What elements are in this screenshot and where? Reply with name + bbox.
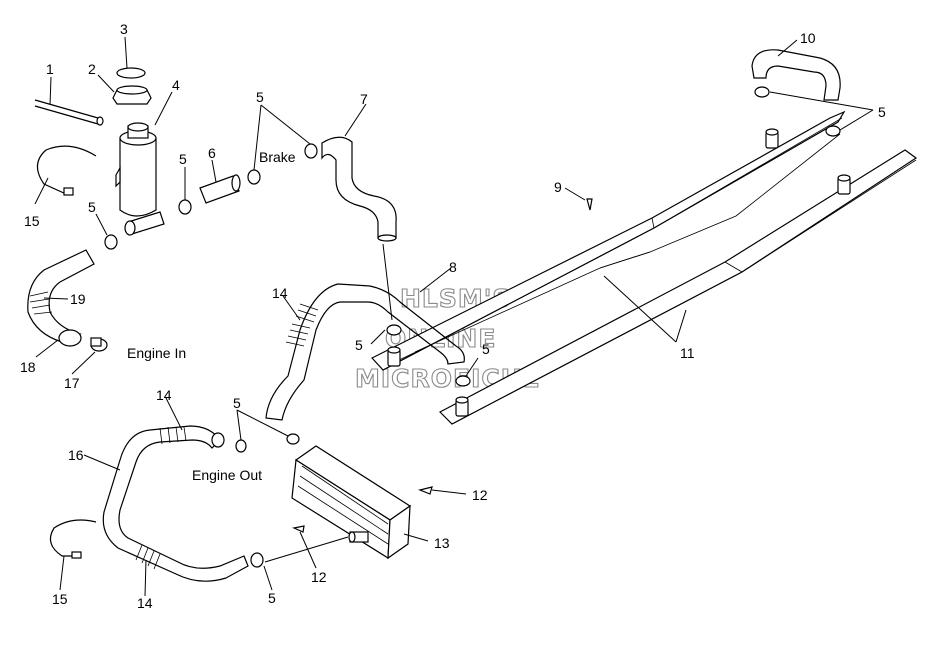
callout-5-reservoir-clamp: 5 <box>179 151 187 167</box>
callout-19: 19 <box>70 291 86 307</box>
callout-3: 3 <box>120 21 128 37</box>
upper-right-hose <box>751 49 841 101</box>
coolant-reservoir <box>34 67 165 236</box>
callout-10: 10 <box>800 30 816 46</box>
callout-5-outlet-clamp: 5 <box>88 199 96 215</box>
hose-clamps <box>104 86 841 568</box>
short-hose <box>199 174 241 204</box>
callout-2: 2 <box>88 61 96 77</box>
callout-17: 17 <box>64 375 80 391</box>
engine-out-label: Engine Out <box>192 467 262 483</box>
callout-7: 7 <box>360 91 368 107</box>
brake-label: Brake <box>259 149 296 165</box>
callout-5-exchanger-clamp: 5 <box>268 590 276 606</box>
upper-crossover-hose <box>265 283 465 421</box>
callout-5-brake-clamps: 5 <box>256 89 264 105</box>
flow-labels: Brake Engine In Engine Out <box>127 149 296 483</box>
engine-in-hose <box>27 145 108 352</box>
callout-4: 4 <box>172 77 180 93</box>
callout-6: 6 <box>208 145 216 161</box>
heat-exchanger-rails <box>371 110 918 425</box>
callout-9: 9 <box>554 179 562 195</box>
callout-5-lower-rail-fitting: 5 <box>482 341 490 357</box>
heat-exchanger-block <box>291 445 412 560</box>
callout-12-right: 12 <box>472 487 488 503</box>
engine-out-hose <box>49 425 249 582</box>
reservoir-gasket <box>116 67 146 79</box>
callout-14-upper: 14 <box>272 285 288 301</box>
screws <box>292 198 593 533</box>
callout-15-upper: 15 <box>24 213 40 229</box>
engine-in-label: Engine In <box>127 345 186 361</box>
callout-12-lower: 12 <box>311 569 327 585</box>
callout-5-engine-out-clamp: 5 <box>233 395 241 411</box>
callout-5-rail-clamps: 5 <box>878 104 886 120</box>
callout-13: 13 <box>434 535 450 551</box>
callout-18: 18 <box>20 359 36 375</box>
callout-14-lower: 14 <box>137 595 153 611</box>
callout-numbers: 1 2 3 4 5 5 5 5 5 5 5 5 6 7 8 9 10 11 12… <box>20 21 886 611</box>
callout-16: 16 <box>68 447 84 463</box>
callout-15-lower: 15 <box>52 591 68 607</box>
callout-8: 8 <box>449 259 457 275</box>
callout-14-middle: 14 <box>156 387 172 403</box>
brake-hose <box>321 136 397 242</box>
callout-5-rail-fitting: 5 <box>355 337 363 353</box>
callout-11: 11 <box>680 345 695 361</box>
callout-1: 1 <box>46 61 54 77</box>
leader-lines <box>34 36 874 597</box>
